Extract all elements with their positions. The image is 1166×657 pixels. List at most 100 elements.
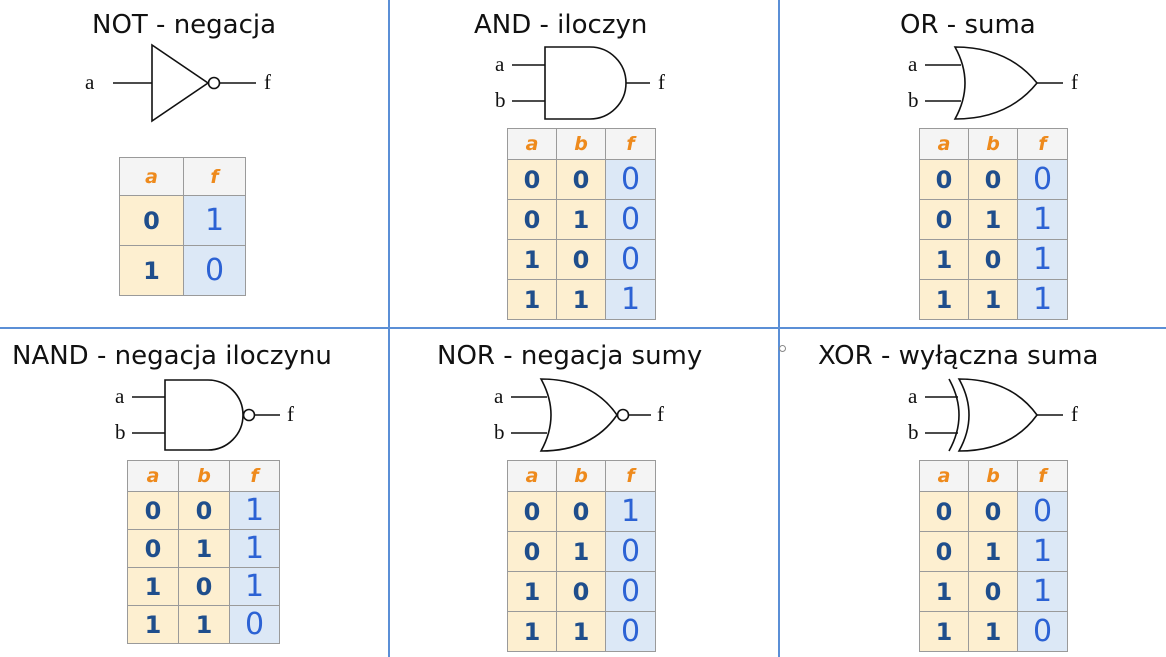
or-input-b-label: b <box>908 88 919 112</box>
table-cell-b: 1 <box>968 199 1018 240</box>
xor-gate-symbol: a b f <box>908 378 1078 452</box>
table-cell-b: 0 <box>968 491 1018 532</box>
table-header-b: b <box>556 460 606 492</box>
nor-output-f-label: f <box>657 402 664 426</box>
table-cell-a: 1 <box>507 279 557 320</box>
table-cell-a: 1 <box>119 245 184 296</box>
table-cell-f: 0 <box>229 605 280 644</box>
table-cell-f: 1 <box>229 491 280 530</box>
table-cell-f: 0 <box>1017 611 1068 652</box>
table-header-a: a <box>127 460 179 492</box>
table-cell-b: 0 <box>968 571 1018 612</box>
table-cell-a: 0 <box>919 159 969 200</box>
table-cell-f: 0 <box>605 571 656 612</box>
table-cell-f: 0 <box>605 239 656 280</box>
table-cell-b: 1 <box>968 279 1018 320</box>
table-cell-a: 1 <box>127 567 179 606</box>
table-cell-a: 0 <box>507 159 557 200</box>
table-cell-a: 0 <box>119 195 184 246</box>
table-cell-a: 1 <box>919 279 969 320</box>
or-gate-symbol: a b f <box>908 46 1078 120</box>
table-cell-a: 0 <box>919 531 969 572</box>
table-cell-a: 0 <box>507 199 557 240</box>
table-cell-b: 1 <box>556 531 606 572</box>
nand-gate-title: NAND - negacja iloczynu <box>12 341 332 371</box>
not-output-f-label: f <box>264 70 271 94</box>
nor-input-b-label: b <box>494 420 505 444</box>
table-header-f: f <box>1017 460 1068 492</box>
table-cell-a: 1 <box>919 239 969 280</box>
table-cell-b: 0 <box>556 571 606 612</box>
and-output-f-label: f <box>658 70 665 94</box>
table-cell-b: 0 <box>178 491 230 530</box>
table-cell-b: 1 <box>968 611 1018 652</box>
not-gate-symbol: a f <box>85 43 271 123</box>
table-cell-a: 0 <box>919 199 969 240</box>
table-cell-b: 1 <box>178 529 230 568</box>
table-cell-a: 1 <box>919 571 969 612</box>
table-cell-a: 0 <box>127 529 179 568</box>
and-input-b-label: b <box>495 88 506 112</box>
table-header-a: a <box>507 460 557 492</box>
table-header-f: f <box>605 460 656 492</box>
table-cell-f: 1 <box>1017 531 1068 572</box>
table-cell-f: 0 <box>605 611 656 652</box>
nand-output-f-label: f <box>287 402 294 426</box>
and-input-a-label: a <box>495 52 505 76</box>
table-cell-f: 0 <box>183 245 246 296</box>
table-cell-b: 1 <box>178 605 230 644</box>
table-cell-b: 1 <box>556 199 606 240</box>
and-gate-title: AND - iloczyn <box>474 10 648 40</box>
table-cell-b: 1 <box>556 611 606 652</box>
table-cell-b: 0 <box>556 491 606 532</box>
xor-gate-title: XOR - wyłączna suma <box>818 341 1099 371</box>
table-header-a: a <box>119 157 184 196</box>
table-cell-a: 1 <box>507 571 557 612</box>
table-cell-a: 0 <box>507 491 557 532</box>
nand-input-b-label: b <box>115 420 126 444</box>
table-cell-f: 0 <box>605 199 656 240</box>
table-cell-f: 1 <box>1017 279 1068 320</box>
not-input-a-label: a <box>85 70 95 94</box>
table-cell-f: 1 <box>605 279 656 320</box>
table-cell-a: 0 <box>507 531 557 572</box>
nor-gate-symbol: a b f <box>494 378 664 452</box>
xor-output-f-label: f <box>1071 402 1078 426</box>
table-cell-b: 0 <box>968 159 1018 200</box>
table-header-a: a <box>919 460 969 492</box>
or-gate-title: OR - suma <box>900 10 1036 40</box>
table-cell-a: 1 <box>919 611 969 652</box>
table-cell-f: 1 <box>605 491 656 532</box>
table-header-b: b <box>178 460 230 492</box>
table-header-b: b <box>968 460 1018 492</box>
table-header-b: b <box>556 128 606 160</box>
nand-gate-symbol: a b f <box>115 379 294 451</box>
or-input-a-label: a <box>908 52 918 76</box>
table-cell-f: 1 <box>229 567 280 606</box>
table-cell-b: 0 <box>556 159 606 200</box>
nor-gate-title: NOR - negacja sumy <box>437 341 703 371</box>
nand-input-a-label: a <box>115 384 125 408</box>
not-truth-table: a f 0 1 1 0 <box>119 157 246 296</box>
table-header-f: f <box>183 157 246 196</box>
small-circle-marker <box>779 345 786 352</box>
table-cell-f: 1 <box>229 529 280 568</box>
table-cell-f: 0 <box>1017 159 1068 200</box>
table-header-b: b <box>968 128 1018 160</box>
table-header-f: f <box>605 128 656 160</box>
table-header-a: a <box>919 128 969 160</box>
table-cell-f: 1 <box>1017 571 1068 612</box>
table-cell-f: 1 <box>183 195 246 246</box>
xor-input-b-label: b <box>908 420 919 444</box>
table-cell-b: 0 <box>178 567 230 606</box>
table-cell-a: 1 <box>507 611 557 652</box>
table-header-f: f <box>1017 128 1068 160</box>
table-header-a: a <box>507 128 557 160</box>
grid-divider-horizontal <box>0 327 1166 329</box>
